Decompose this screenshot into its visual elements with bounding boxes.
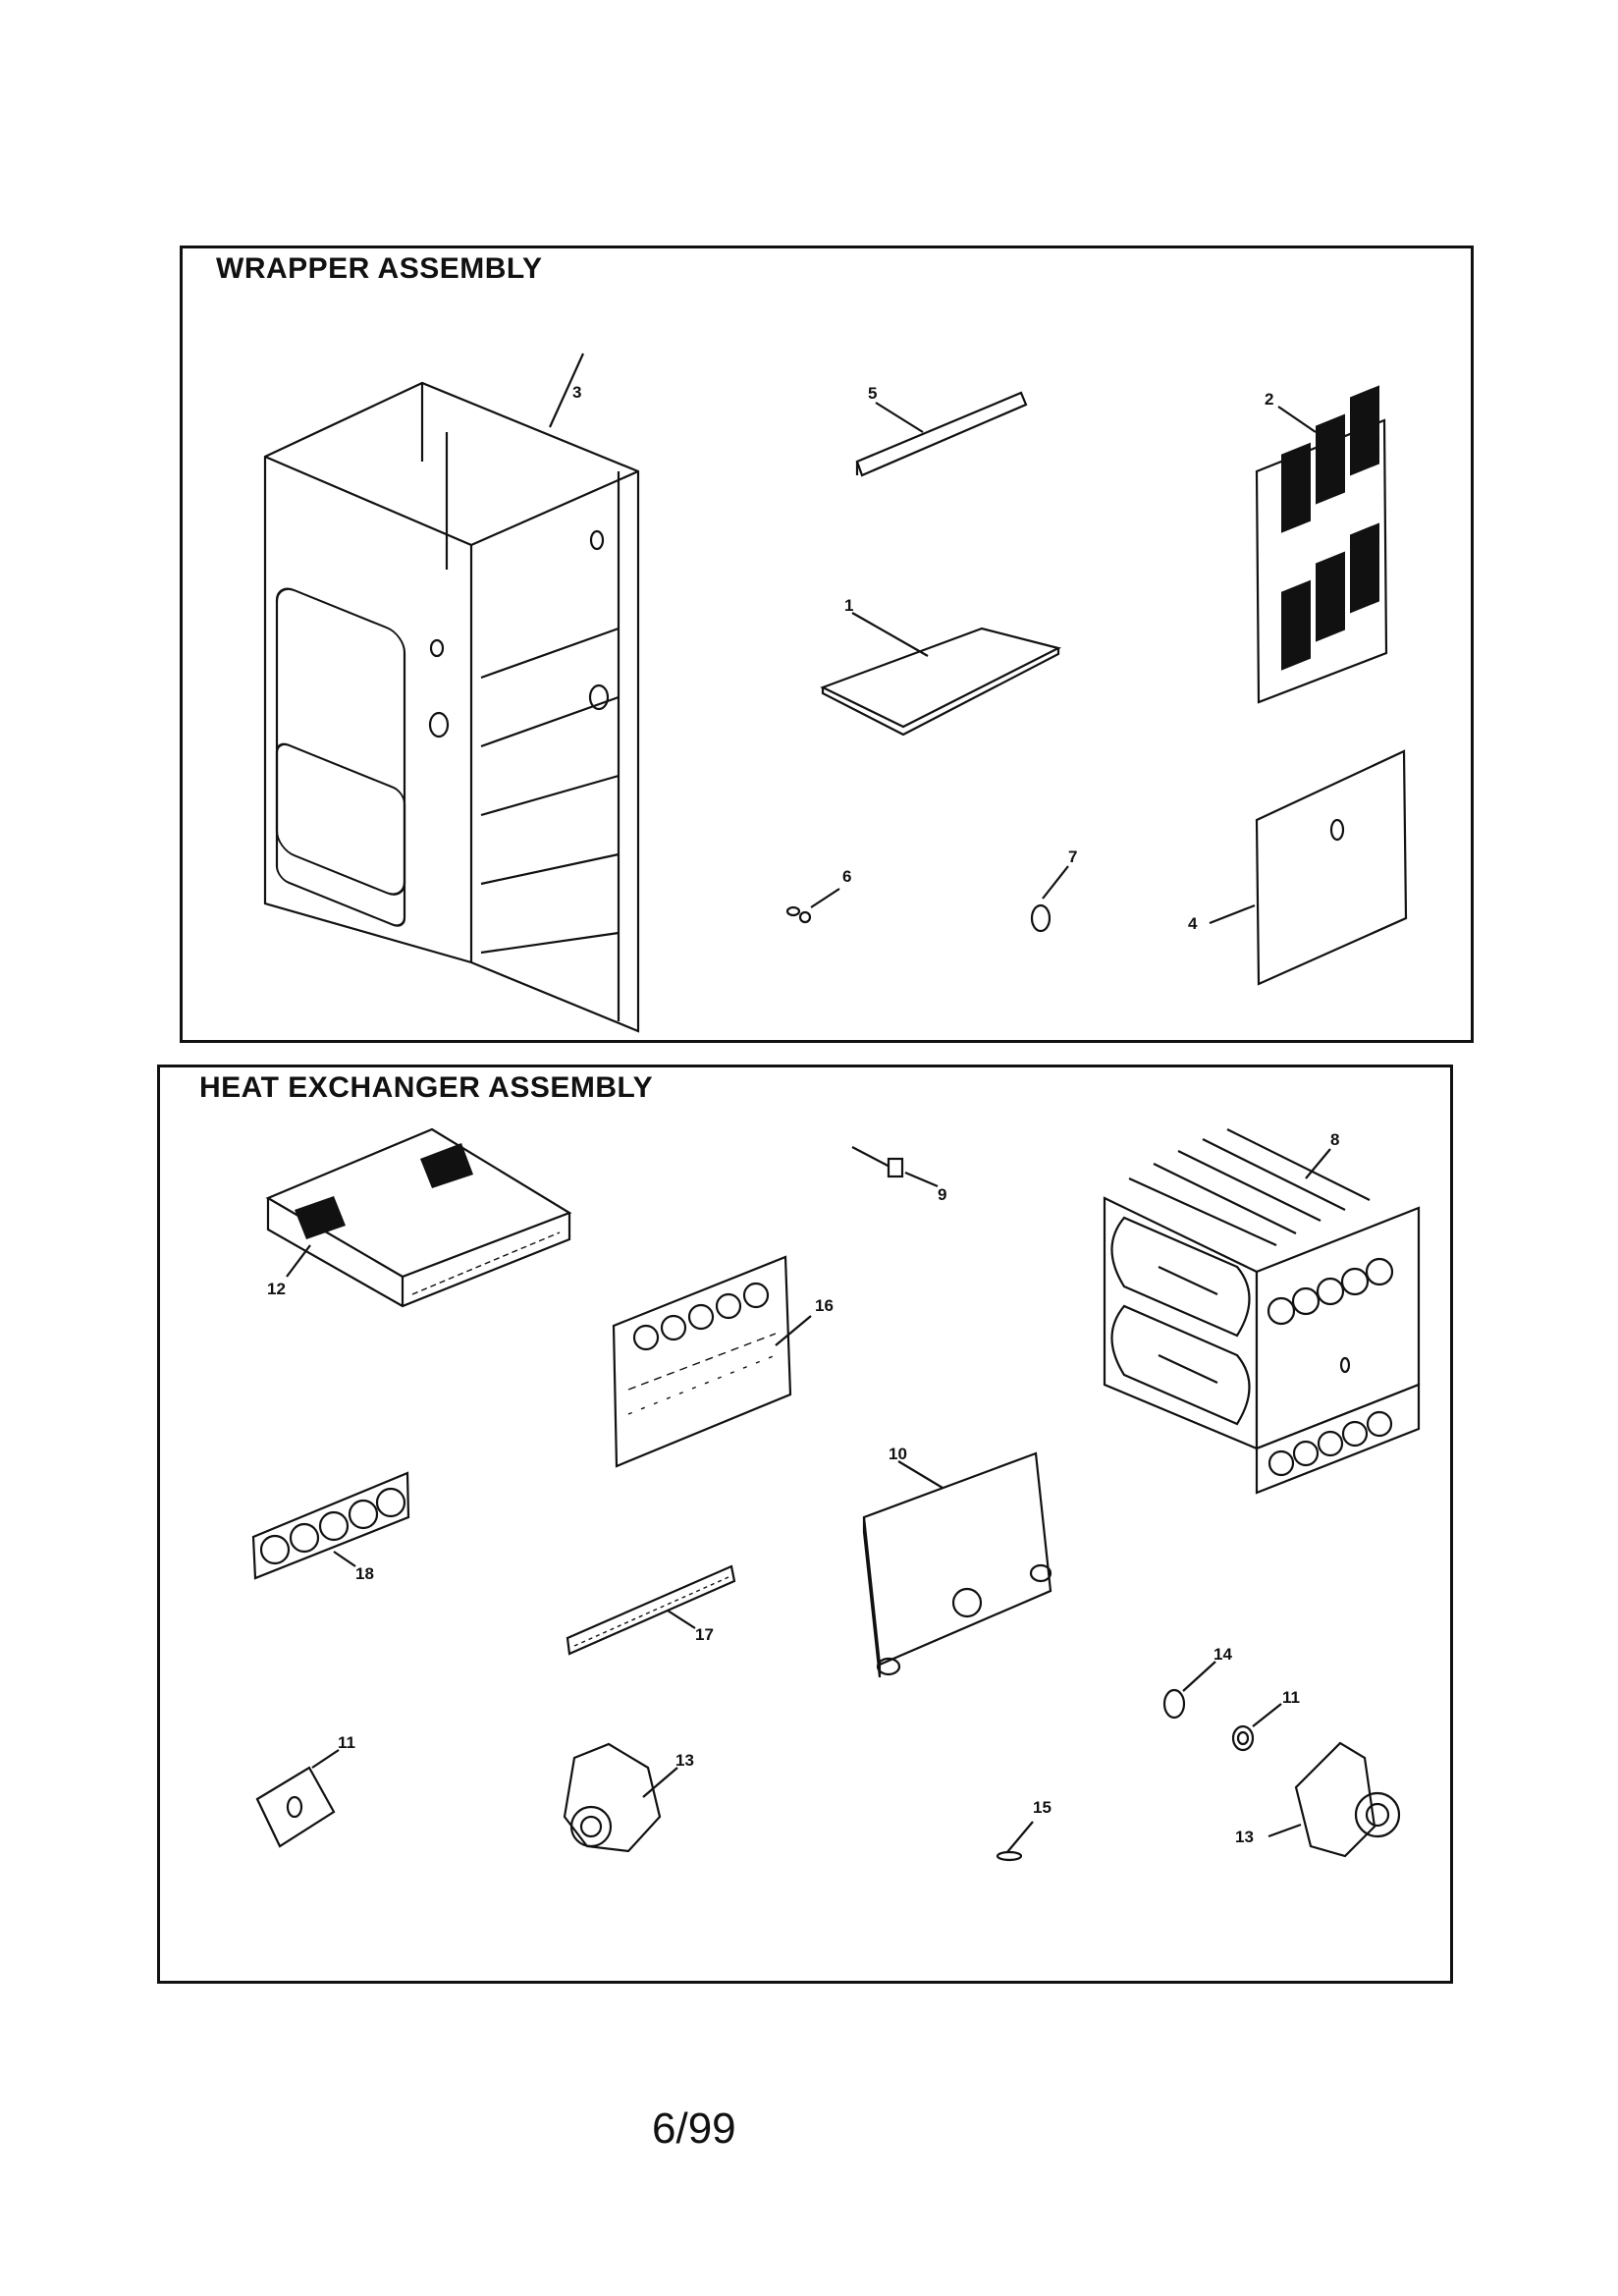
part-9-sensor bbox=[851, 1146, 939, 1188]
callout-13-right: 13 bbox=[1235, 1828, 1254, 1846]
part-17-manifold-strip bbox=[566, 1564, 736, 1656]
part-13-inducer-right bbox=[1267, 1741, 1401, 1858]
callout-1: 1 bbox=[844, 596, 853, 615]
callout-3: 3 bbox=[572, 383, 581, 402]
callout-18: 18 bbox=[355, 1564, 374, 1583]
part-7-plug bbox=[1030, 865, 1069, 933]
part-1-bottom-panel bbox=[820, 612, 1062, 737]
part-14-ring bbox=[1162, 1661, 1216, 1720]
part-2-louvered-door bbox=[1255, 385, 1388, 704]
callout-16: 16 bbox=[815, 1296, 834, 1315]
callout-15: 15 bbox=[1033, 1798, 1052, 1817]
part-10-control-panel bbox=[862, 1451, 1052, 1678]
part-18-gasket bbox=[251, 1471, 410, 1580]
part-12-burner-box bbox=[265, 1127, 572, 1308]
callout-6: 6 bbox=[842, 867, 851, 886]
callout-10: 10 bbox=[889, 1445, 907, 1463]
heat-exchanger-assembly-title: HEAT EXCHANGER ASSEMBLY bbox=[199, 1071, 654, 1104]
part-8-heat-exchanger bbox=[1103, 1128, 1421, 1495]
part-13-inducer-left bbox=[563, 1742, 678, 1853]
part-5-top-channel bbox=[855, 391, 1028, 477]
callout-9: 9 bbox=[938, 1185, 946, 1204]
part-6-screw bbox=[785, 888, 840, 924]
heat-exchanger-assembly-panel: HEAT EXCHANGER ASSEMBLY bbox=[157, 1065, 1453, 1984]
callout-5: 5 bbox=[868, 384, 877, 403]
callout-11-right: 11 bbox=[1282, 1688, 1300, 1707]
callout-13-left: 13 bbox=[675, 1751, 694, 1770]
part-15-clip bbox=[996, 1821, 1034, 1862]
part-11-plate-left bbox=[255, 1749, 340, 1848]
callout-14: 14 bbox=[1214, 1645, 1232, 1664]
callout-12: 12 bbox=[267, 1280, 286, 1298]
part-4-access-panel bbox=[1209, 749, 1408, 986]
callout-8: 8 bbox=[1330, 1130, 1339, 1149]
page-number: 6/99 bbox=[652, 2105, 736, 2153]
part-16-cell-panel bbox=[612, 1255, 812, 1468]
wrapper-assembly-title: WRAPPER ASSEMBLY bbox=[216, 252, 543, 285]
callout-2: 2 bbox=[1265, 390, 1273, 409]
wrapper-assembly-panel: WRAPPER ASSEMBLY bbox=[180, 246, 1474, 1043]
callout-11-left: 11 bbox=[338, 1733, 355, 1752]
callout-17: 17 bbox=[695, 1625, 714, 1644]
part-11-grommet-right bbox=[1231, 1703, 1282, 1752]
part-3-cabinet-wrapper bbox=[263, 353, 640, 1033]
callout-4: 4 bbox=[1188, 914, 1198, 933]
callout-7: 7 bbox=[1068, 847, 1077, 866]
